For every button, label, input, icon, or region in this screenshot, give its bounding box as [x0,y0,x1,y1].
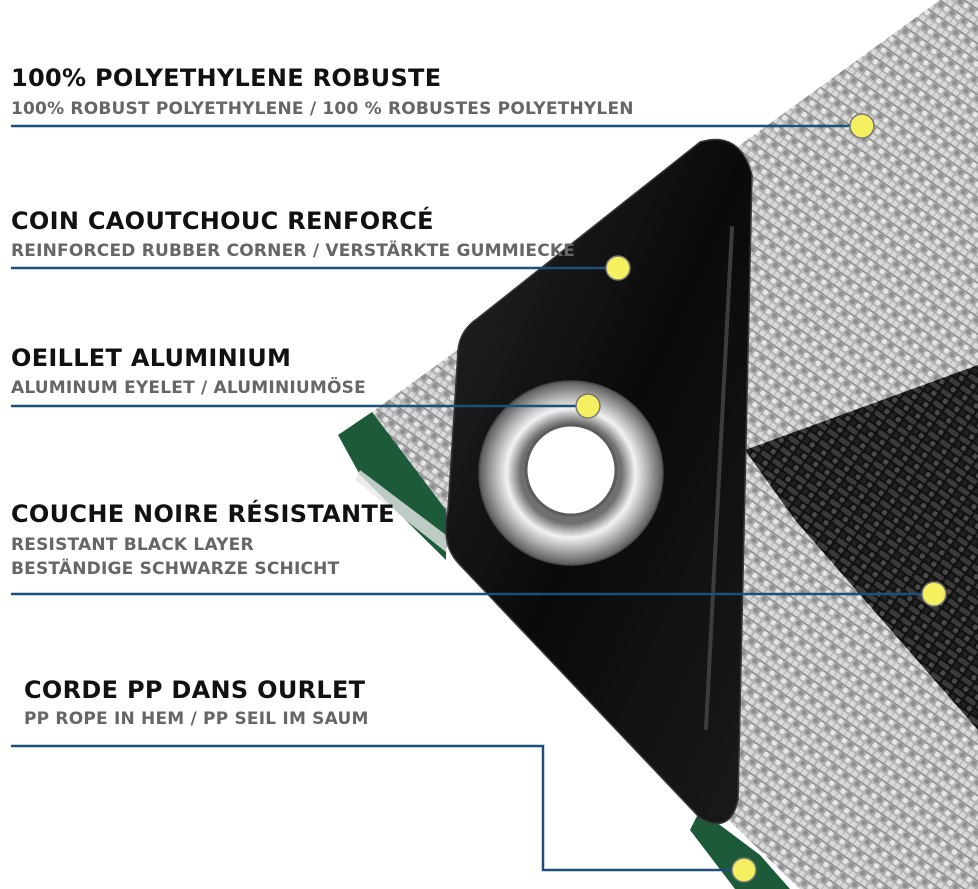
feature-title-eyelet: OEILLET ALUMINIUM [11,344,292,372]
feature-subtitle-black-layer-de: BESTÄNDIGE SCHWARZE SCHICHT [11,559,340,579]
feature-title-rubber-corner: COIN CAOUTCHOUC RENFORCÉ [11,207,434,235]
marker-dot-icon [921,581,947,607]
leader-line-pp-rope [11,744,744,872]
marker-dot-icon [575,393,601,419]
tarp-black-layer [745,365,978,730]
marker-dot-icon [849,113,875,139]
feature-title-black-layer: COUCHE NOIRE RÉSISTANTE [11,500,395,528]
hem-rope-bottom [690,810,790,889]
feature-subtitle-pp-rope: PP ROPE IN HEM / PP SEIL IM SAUM [24,709,369,729]
hem-edge-strip [355,470,446,552]
marker-dots [575,113,947,883]
marker-dot-icon [731,857,757,883]
feature-subtitle-black-layer: RESISTANT BLACK LAYER [11,535,254,555]
feature-subtitle-rubber-corner: REINFORCED RUBBER CORNER / VERSTÄRKTE GU… [11,241,576,261]
feature-subtitle-eyelet: ALUMINUM EYELET / ALUMINIUMÖSE [11,378,366,398]
feature-title-pp-rope: CORDE PP DANS OURLET [24,676,366,704]
feature-subtitle-polyethylene: 100% ROBUST POLYETHYLENE / 100 % ROBUSTE… [11,99,634,119]
leader-lines [11,124,934,872]
corner-groove [704,226,734,730]
feature-title-polyethylene: 100% POLYETHYLENE ROBUSTE [11,64,442,92]
aluminium-eyelet-hole [524,423,618,517]
marker-dot-icon [605,255,631,281]
